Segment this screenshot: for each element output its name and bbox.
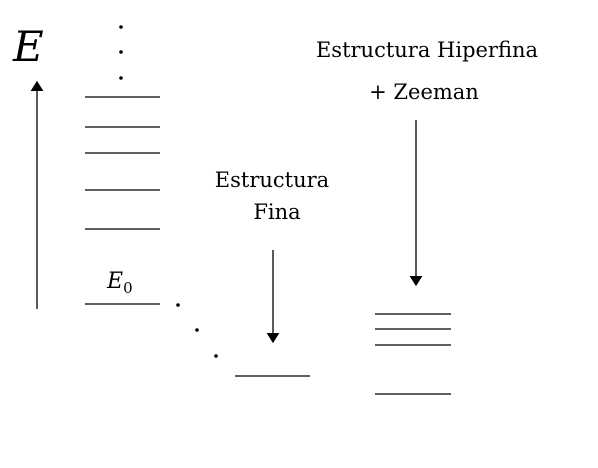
ground-level-symbol: E	[106, 269, 123, 294]
energy-axis-label: E	[12, 22, 44, 71]
fine-structure-label-line2: Fina	[253, 200, 300, 224]
dot-top-1	[119, 25, 123, 29]
dot-diagonal-3	[214, 354, 218, 358]
transition-dots	[176, 303, 218, 358]
energy-axis: E	[12, 22, 44, 309]
hyperfine-label-line2: + Zeeman	[369, 80, 479, 104]
ground-level-subscript: 0	[123, 279, 133, 297]
dot-diagonal-1	[176, 303, 180, 307]
hyperfine-label-line1: Estructura Hiperfina	[316, 38, 538, 62]
dot-diagonal-2	[195, 328, 199, 332]
fine-structure-label-line1: Estructura	[215, 168, 329, 192]
fine-structure: Estructura Fina	[215, 168, 329, 377]
dot-top-3	[119, 76, 123, 80]
continuation-dots	[119, 25, 123, 80]
dot-top-2	[119, 50, 123, 54]
hyperfine-structure: Estructura Hiperfina + Zeeman	[316, 38, 538, 395]
ground-level-label: E0	[106, 269, 133, 297]
gross-levels: E0	[85, 96, 160, 305]
